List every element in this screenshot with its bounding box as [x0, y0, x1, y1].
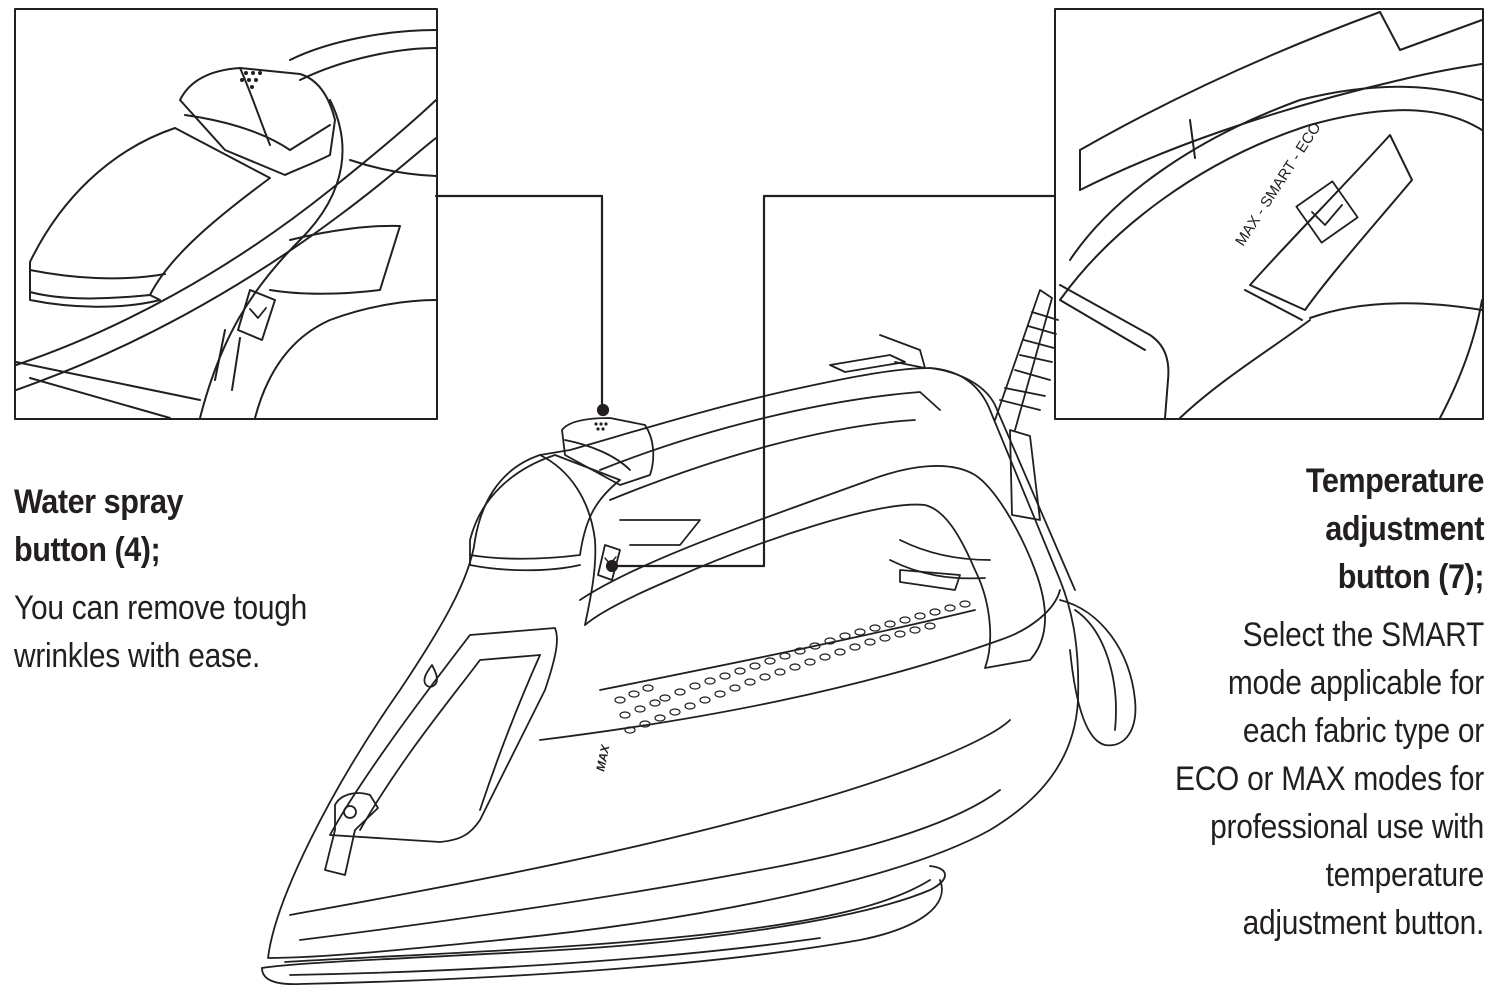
temperature-callout: Temperature adjustment button (7); Selec…	[1094, 457, 1484, 947]
max-soleplate-mark: MAX	[593, 743, 612, 773]
spray-droplets-icon	[594, 422, 608, 431]
water-spray-title: Water spray button (4);	[14, 483, 184, 569]
spray-droplets-icon	[240, 71, 262, 89]
temperature-title: Temperature adjustment button (7);	[1305, 462, 1485, 596]
steam-iron	[261, 289, 1137, 985]
steam-vent-pattern	[614, 600, 971, 734]
iron-body	[267, 367, 1080, 959]
temperature-description: Select the SMART mode applicable for eac…	[1175, 616, 1484, 942]
spray-button-detail-inset	[14, 8, 438, 420]
chevron-down-icon	[1311, 204, 1343, 226]
chevron-down-icon	[604, 556, 617, 565]
chevron-down-icon	[249, 307, 267, 319]
temperature-button-detail-inset: MAX - SMART - ECO	[1054, 8, 1484, 420]
water-spray-description: You can remove tough wrinkles with ease.	[14, 589, 308, 675]
leader-line-temperature	[610, 194, 1057, 568]
detail-frame-left	[14, 8, 438, 420]
leader-dot-spray	[596, 403, 610, 417]
water-tank	[329, 627, 558, 843]
detail-frame-right	[1054, 8, 1484, 420]
power-cord	[994, 289, 1059, 521]
water-spray-callout: Water spray button (4); You can remove t…	[14, 478, 374, 680]
water-drop-icon	[423, 664, 438, 688]
mode-scale-label: MAX - SMART - ECO	[1232, 119, 1324, 249]
heel-rest	[1059, 599, 1137, 747]
leader-line-spray	[434, 194, 604, 412]
iron-handle	[579, 465, 1046, 669]
leader-lines	[434, 194, 1057, 573]
soleplate	[261, 865, 946, 969]
